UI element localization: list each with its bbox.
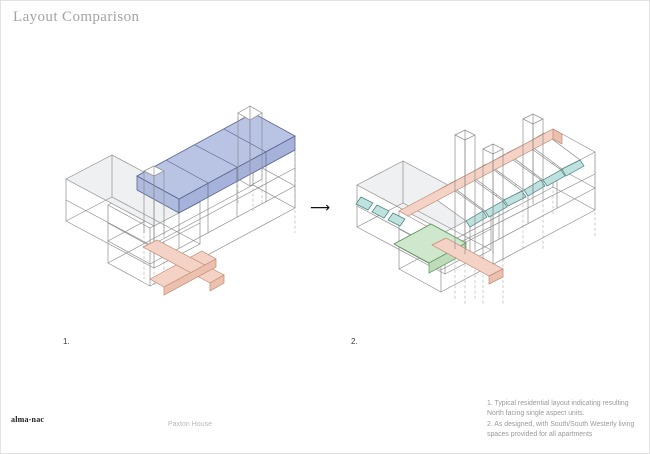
core-towers-wireframe xyxy=(454,113,544,265)
sawtooth-glazing-left-end xyxy=(355,196,406,227)
figure-2-label: 2. xyxy=(351,337,358,346)
caption-line: North facing single aspect units. xyxy=(487,410,585,418)
studio-logo: alma-nac xyxy=(11,415,45,424)
page-title: Layout Comparison xyxy=(13,9,140,25)
figure-1-label: 1. xyxy=(63,337,70,346)
figure-caption: 1. Typical residential layout indicating… xyxy=(487,399,643,440)
caption-line: spaces provided for all apartments xyxy=(487,431,593,439)
figure-1-typical-layout-axonometric xyxy=(65,105,296,296)
core-towers-wireframe xyxy=(143,105,263,241)
figure-2-as-designed-axonometric xyxy=(355,113,596,304)
caption-line: 2. As designed, with South/South Westerl… xyxy=(487,420,635,428)
project-name: Paxton House xyxy=(168,421,212,428)
single-aspect-slab-blue xyxy=(136,112,296,214)
arrow-right-icon: ⟶ xyxy=(310,200,331,216)
caption-line: 1. Typical residential layout indicating… xyxy=(487,400,629,407)
circulation-core-pink xyxy=(431,237,504,285)
circulation-core-pink xyxy=(142,239,225,296)
access-deck-pink xyxy=(398,128,563,217)
projection-lines xyxy=(454,133,596,304)
